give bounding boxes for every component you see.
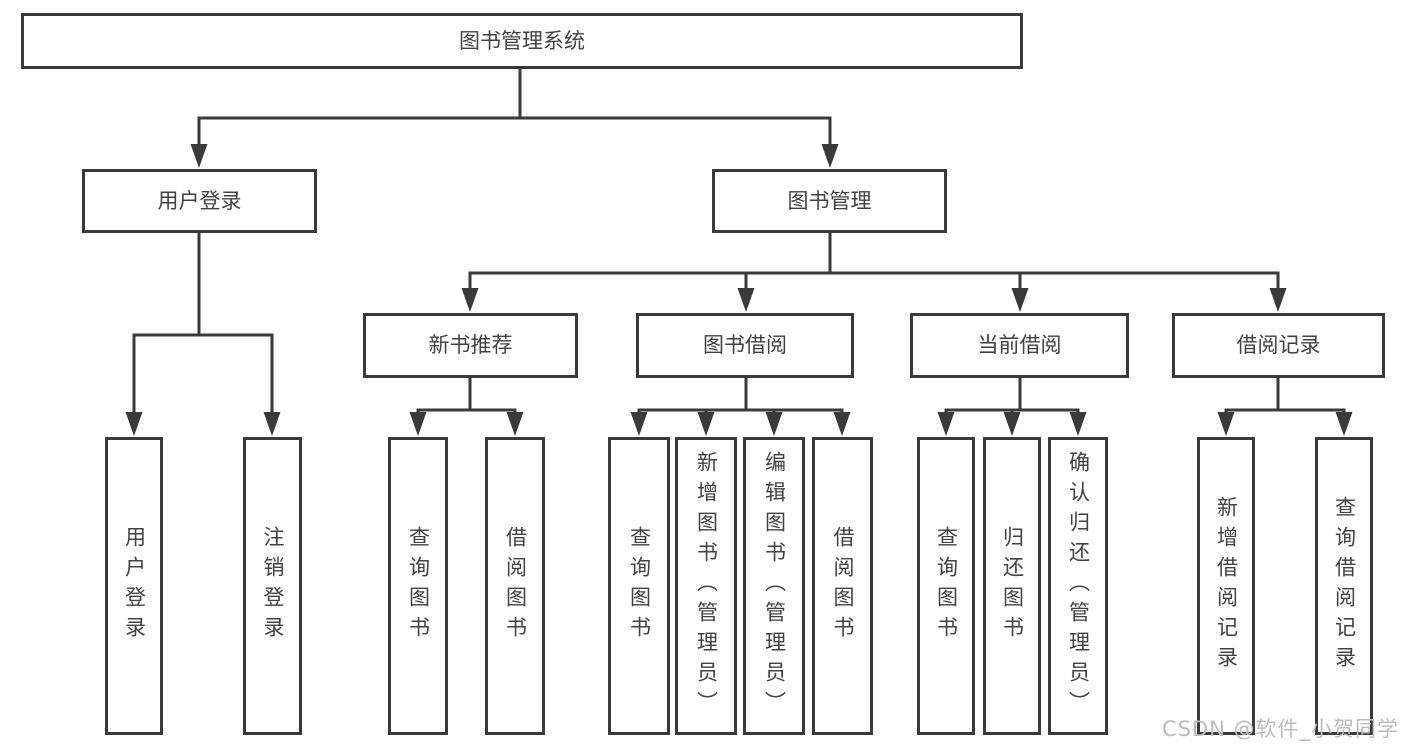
connector-trunks <box>132 67 1346 412</box>
csdn-watermark: CSDN @软件_小贺同学 <box>1161 717 1399 741</box>
leaf-confirm-return-admin: 确认归还（管理员） <box>1048 437 1108 735</box>
node-current-borrowing: 当前借阅 <box>910 313 1129 378</box>
leaf-return-book: 归还图书 <box>983 437 1041 735</box>
leaf-user-login: 用户登录 <box>105 437 163 735</box>
leaf-borrow-books-borrow: 借阅图书 <box>812 437 873 735</box>
leaf-query-borrow-record: 查询借阅记录 <box>1315 437 1373 735</box>
leaf-query-books-borrow: 查询图书 <box>608 437 670 735</box>
node-book-management: 图书管理 <box>712 169 947 233</box>
leaf-borrow-books-recommend: 借阅图书 <box>485 437 545 735</box>
node-new-book-recommendation: 新书推荐 <box>363 313 578 378</box>
leaf-add-book-admin: 新增图书（管理员） <box>675 437 737 735</box>
leaf-edit-book-admin: 编辑图书（管理员） <box>743 437 805 735</box>
node-library-management-system: 图书管理系统 <box>21 13 1023 69</box>
leaf-add-borrow-record: 新增借阅记录 <box>1197 437 1255 735</box>
leaf-query-books-recommend: 查询图书 <box>388 437 448 735</box>
leaf-logout: 注销登录 <box>243 437 302 735</box>
node-user-login: 用户登录 <box>82 169 317 233</box>
arrowheads <box>125 144 1353 436</box>
node-book-borrowing: 图书借阅 <box>636 313 854 378</box>
leaf-query-books-current: 查询图书 <box>917 437 975 735</box>
node-borrowing-records: 借阅记录 <box>1172 313 1385 378</box>
